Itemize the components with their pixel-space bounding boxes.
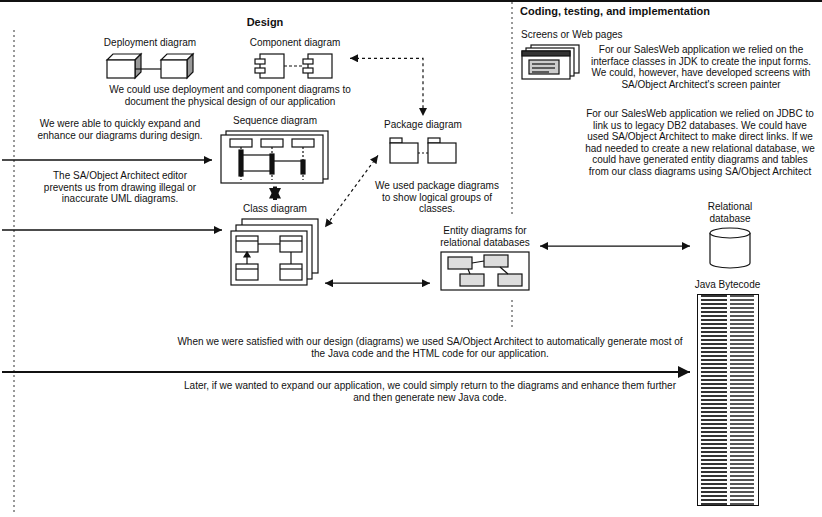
entity-icon	[440, 251, 530, 291]
diagram-node: Java Bytecode	[690, 276, 765, 509]
class-icon	[230, 218, 320, 288]
diagram-node: Component diagram	[240, 34, 350, 83]
note-text: We used package diagrams to show logical…	[372, 180, 502, 215]
connector	[325, 155, 378, 227]
diagram-node: Screens or Web pages	[518, 26, 630, 83]
margin-divider	[14, 30, 15, 512]
screen-icon	[521, 44, 581, 80]
diagram-node: Entity diagrams for relational databases	[430, 222, 540, 294]
component-icon	[250, 52, 340, 80]
connector	[325, 283, 430, 284]
diagram-node: Sequence diagram	[215, 112, 335, 187]
note-text: We could use deployment and component di…	[90, 84, 370, 107]
node-label: Java Bytecode	[695, 279, 761, 291]
note-text: Later, if we wanted to expand our applic…	[180, 380, 680, 403]
note-text: For our SalesWeb application we relied o…	[585, 44, 817, 90]
node-label: Entity diagrams for relational databases	[433, 225, 537, 248]
section-divider	[512, 2, 513, 214]
note-text: When we were satisfied with our design (…	[170, 336, 690, 359]
diagram-node: Relational database	[690, 198, 770, 272]
pointer-arrow	[2, 229, 222, 231]
node-label: Class diagram	[243, 203, 307, 215]
note-text: For our SalesWeb application we relied o…	[583, 108, 817, 177]
note-text: We were able to quickly expand and enhan…	[34, 118, 206, 141]
database-icon	[708, 227, 752, 269]
section-heading: Coding, testing, and implementation	[520, 5, 818, 18]
section-heading: Design	[200, 16, 330, 29]
generate-arrow	[2, 371, 690, 373]
diagram-node: Package diagram	[378, 116, 468, 169]
diagram-node: Deployment diagram	[95, 34, 205, 83]
deployment-icon	[105, 52, 195, 80]
node-label: Relational database	[693, 201, 767, 224]
pointer-arrow	[2, 159, 212, 161]
sequence-icon	[220, 130, 330, 184]
connector	[350, 58, 423, 116]
node-label: Deployment diagram	[104, 37, 196, 49]
connector	[273, 187, 277, 201]
section-divider	[512, 300, 513, 330]
node-label: Component diagram	[250, 37, 341, 49]
node-label: Sequence diagram	[233, 115, 317, 127]
package-icon	[388, 134, 458, 166]
note-text: The SA/Object Architect editor prevents …	[34, 170, 206, 205]
top-rule	[0, 0, 822, 2]
bytecode-icon	[697, 294, 759, 506]
diagram-node: Class diagram	[225, 200, 325, 291]
connector	[540, 246, 690, 247]
node-label: Screens or Web pages	[521, 29, 623, 41]
node-label: Package diagram	[384, 119, 462, 131]
